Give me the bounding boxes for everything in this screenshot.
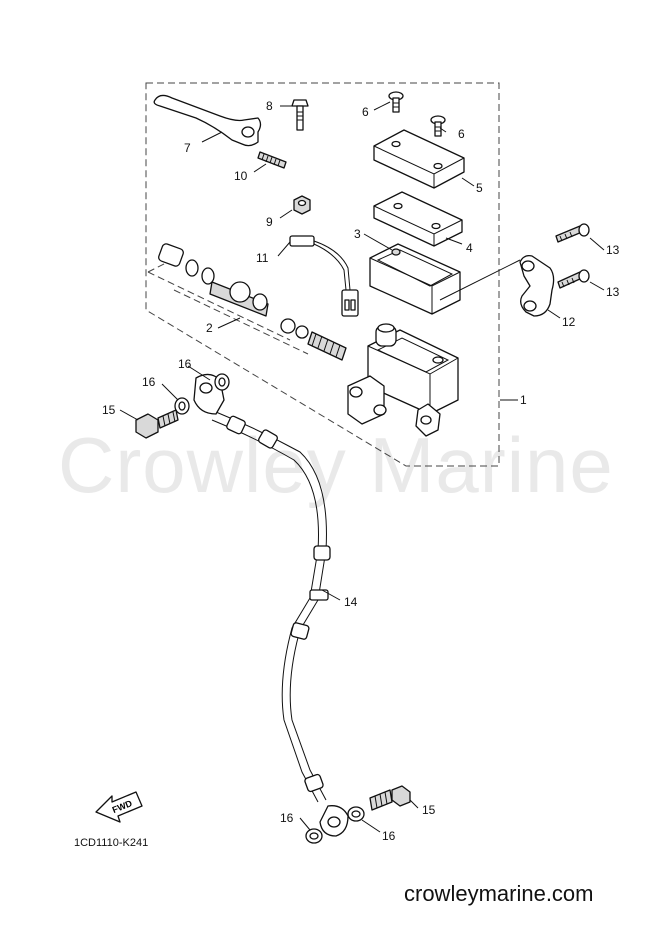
callout-1: 1	[520, 393, 527, 407]
callout-2: 2	[206, 321, 213, 335]
callout-10: 10	[234, 169, 248, 183]
piston-kit[interactable]	[147, 243, 347, 361]
callout-4: 4	[466, 241, 473, 255]
master-cylinder-holder[interactable]	[519, 254, 555, 317]
callout-8: 8	[266, 99, 273, 113]
callout-16-top-right: 16	[178, 357, 192, 371]
callout-7: 7	[184, 141, 191, 155]
callout-16-bottom-left: 16	[280, 811, 294, 825]
brake-switch[interactable]	[289, 235, 359, 317]
fwd-arrow-icon: FWD	[95, 791, 143, 823]
gasket-16-bottom-left[interactable]	[305, 828, 323, 844]
adjuster-screw[interactable]	[257, 151, 287, 169]
callout-6-lower: 6	[458, 127, 465, 141]
lever-nut[interactable]	[293, 195, 311, 215]
callout-16-top-left: 16	[142, 375, 156, 389]
diagram-code: 1CD1110-K241	[74, 837, 148, 849]
reservoir-cap[interactable]	[373, 129, 465, 189]
callout-labels: 1 2 3 4 5 6 6 7 8 9 10 11 12 13 13 14 15…	[102, 99, 620, 843]
cap-screw-lower[interactable]	[430, 115, 446, 137]
callout-15-lower: 15	[422, 803, 436, 817]
callout-13-lower: 13	[606, 285, 620, 299]
brake-hose[interactable]	[193, 373, 349, 837]
callout-14: 14	[344, 595, 358, 609]
callout-3: 3	[354, 227, 361, 241]
gasket-16-top-left[interactable]	[174, 397, 190, 415]
assembly-boundary	[145, 82, 500, 467]
holder-bolt-lower[interactable]	[557, 269, 590, 289]
callout-16-bottom-right: 16	[382, 829, 396, 843]
callout-15-upper: 15	[102, 403, 116, 417]
diaphragm-plate[interactable]	[373, 191, 463, 247]
master-cylinder-body[interactable]	[347, 323, 459, 437]
callout-5: 5	[476, 181, 483, 195]
leader-lines	[119, 101, 605, 833]
cap-screw-upper[interactable]	[388, 91, 404, 113]
callout-12: 12	[562, 315, 576, 329]
pivot-bolt[interactable]	[291, 99, 309, 131]
callout-9: 9	[266, 215, 273, 229]
site-url[interactable]: crowleymarine.com	[404, 881, 594, 906]
union-bolt-upper[interactable]	[135, 409, 179, 439]
holder-bolt-upper[interactable]	[555, 223, 590, 243]
callout-13-upper: 13	[606, 243, 620, 257]
union-bolt-lower[interactable]	[369, 785, 411, 811]
callout-6-upper: 6	[362, 105, 369, 119]
diaphragm[interactable]	[369, 243, 461, 315]
gasket-16-top-right[interactable]	[214, 373, 230, 391]
callout-11: 11	[256, 251, 269, 265]
brake-lever[interactable]	[153, 94, 262, 147]
gasket-16-bottom-right[interactable]	[347, 806, 365, 822]
